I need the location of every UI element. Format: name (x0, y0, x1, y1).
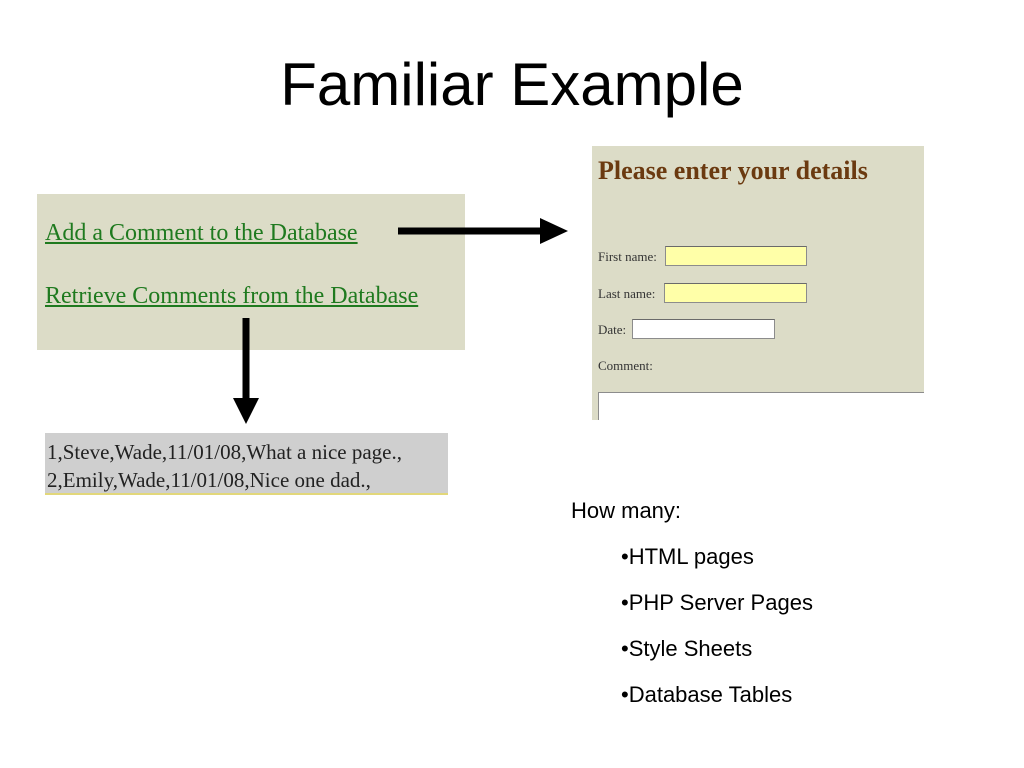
links-panel: Add a Comment to the Database Retrieve C… (37, 194, 465, 350)
list-item: •PHP Server Pages (621, 590, 813, 615)
form-heading: Please enter your details (598, 156, 868, 185)
add-comment-link[interactable]: Add a Comment to the Database (45, 220, 358, 246)
date-field[interactable] (632, 319, 775, 339)
first-name-label: First name: (598, 249, 657, 264)
list-item: •HTML pages (621, 544, 754, 569)
comment-label: Comment: (598, 358, 653, 373)
results-panel: 1,Steve,Wade,11/01/08,What a nice page.,… (45, 433, 448, 495)
result-row: 2,Emily,Wade,11/01/08,Nice one dad., (47, 468, 371, 492)
arrow-down-icon (233, 318, 259, 424)
list-item: •Style Sheets (621, 636, 753, 661)
date-label: Date: (598, 322, 627, 337)
list-item: •Database Tables (621, 682, 793, 707)
result-row: 1,Steve,Wade,11/01/08,What a nice page., (47, 440, 402, 464)
comment-field[interactable] (598, 392, 924, 420)
last-name-label: Last name: (598, 286, 656, 301)
retrieve-comments-link[interactable]: Retrieve Comments from the Database (45, 283, 419, 309)
last-name-field[interactable] (664, 283, 807, 303)
details-form: Please enter your details First name: La… (592, 146, 924, 420)
arrow-right-icon (398, 218, 568, 244)
question-list: •HTML pages •PHP Server Pages •Style She… (621, 544, 813, 728)
slide-title: Familiar Example (280, 51, 744, 118)
question-prompt: How many: (571, 498, 682, 523)
first-name-field[interactable] (665, 246, 807, 266)
